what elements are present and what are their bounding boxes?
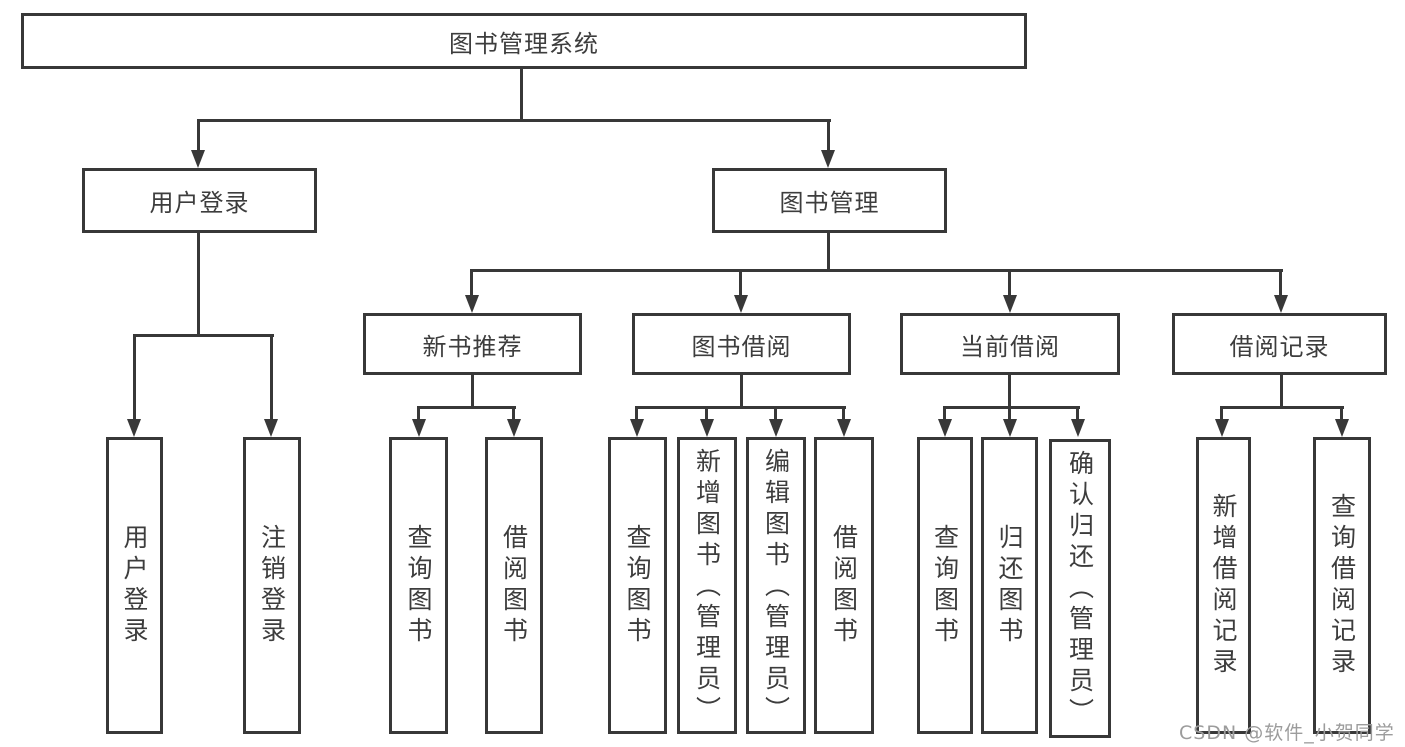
connector-drop-borrow-records: [1279, 269, 1282, 297]
connector-user-login-rail: [133, 334, 274, 337]
connector-current-borrow-rail: [943, 406, 1080, 409]
node-book-borrow: 图书借阅: [632, 313, 851, 375]
connector-drop: [842, 406, 845, 421]
connector-drop: [1340, 406, 1343, 421]
connector-level1-rail: [198, 119, 831, 122]
arrowhead-icon: [507, 419, 521, 437]
arrowhead-icon: [1274, 295, 1288, 313]
arrowhead-icon: [837, 419, 851, 437]
arrowhead-icon: [1215, 419, 1229, 437]
leaf-borrow-query-book: 查询图书: [608, 437, 667, 734]
connector-drop-new-book: [470, 269, 473, 297]
connector-drop: [1076, 406, 1079, 421]
arrowhead-icon: [734, 295, 748, 313]
leaf-recommend-query-book: 查询图书: [389, 437, 448, 734]
connector-level3-rail: [471, 269, 1283, 272]
arrowhead-icon: [191, 150, 205, 168]
connector-drop-current-borrow: [1008, 269, 1011, 297]
node-current-borrow: 当前借阅: [900, 313, 1120, 375]
leaf-recommend-borrow-book: 借阅图书: [485, 437, 543, 734]
connector-drop: [774, 406, 777, 421]
arrowhead-icon: [821, 150, 835, 168]
arrowhead-icon: [264, 419, 278, 437]
node-borrow-records: 借阅记录: [1172, 313, 1387, 375]
arrowhead-icon: [1003, 295, 1017, 313]
connector-drop-leaf-user-login: [133, 334, 136, 419]
leaf-add-borrow-record: 新增借阅记录: [1196, 437, 1251, 734]
node-book-management-branch: 图书管理: [712, 168, 947, 233]
connector-user-login-stem: [197, 233, 200, 337]
leaf-user-login: 用户登录: [106, 437, 163, 734]
leaf-return-book: 归还图书: [981, 437, 1038, 734]
leaf-confirm-return-admin: 确认归还（管理员）: [1049, 439, 1111, 738]
connector-drop: [1008, 406, 1011, 421]
arrowhead-icon: [1003, 419, 1017, 437]
connector-drop-leaf-logout: [270, 334, 273, 419]
arrowhead-icon: [630, 419, 644, 437]
connector-drop: [635, 406, 638, 421]
leaf-add-book-admin: 新增图书（管理员）: [677, 437, 737, 734]
arrowhead-icon: [1335, 419, 1349, 437]
connector-borrow-records-stem: [1280, 375, 1283, 409]
connector-root-stem: [520, 69, 523, 121]
connector-borrow-records-rail: [1220, 406, 1344, 409]
node-user-login-branch: 用户登录: [82, 168, 317, 233]
node-new-book-recommend: 新书推荐: [363, 313, 582, 375]
connector-drop-book-mgmt: [827, 119, 830, 154]
connector-drop-book-borrow: [739, 269, 742, 297]
arrowhead-icon: [412, 419, 426, 437]
connector-drop: [1220, 406, 1223, 421]
leaf-edit-book-admin: 编辑图书（管理员）: [746, 437, 806, 734]
connector-drop: [512, 406, 515, 421]
csdn-watermark: CSDN @软件_小贺同学: [1179, 722, 1395, 744]
arrowhead-icon: [465, 295, 479, 313]
arrowhead-icon: [769, 419, 783, 437]
leaf-borrow-book: 借阅图书: [814, 437, 874, 734]
arrowhead-icon: [1071, 419, 1085, 437]
leaf-query-borrow-record: 查询借阅记录: [1313, 437, 1371, 734]
connector-current-borrow-stem: [1008, 375, 1011, 409]
connector-new-book-stem: [471, 375, 474, 409]
leaf-current-query-book: 查询图书: [917, 437, 973, 734]
connector-book-borrow-stem: [740, 375, 743, 409]
arrowhead-icon: [700, 419, 714, 437]
connector-book-mgmt-stem: [827, 233, 830, 272]
arrowhead-icon: [127, 419, 141, 437]
connector-drop: [417, 406, 420, 421]
connector-book-borrow-rail: [636, 406, 846, 409]
arrowhead-icon: [938, 419, 952, 437]
node-root-library-system: 图书管理系统: [21, 13, 1027, 69]
connector-drop: [705, 406, 708, 421]
connector-drop: [943, 406, 946, 421]
connector-new-book-rail: [417, 406, 516, 409]
leaf-logout: 注销登录: [243, 437, 301, 734]
connector-drop-user-login: [197, 119, 200, 154]
